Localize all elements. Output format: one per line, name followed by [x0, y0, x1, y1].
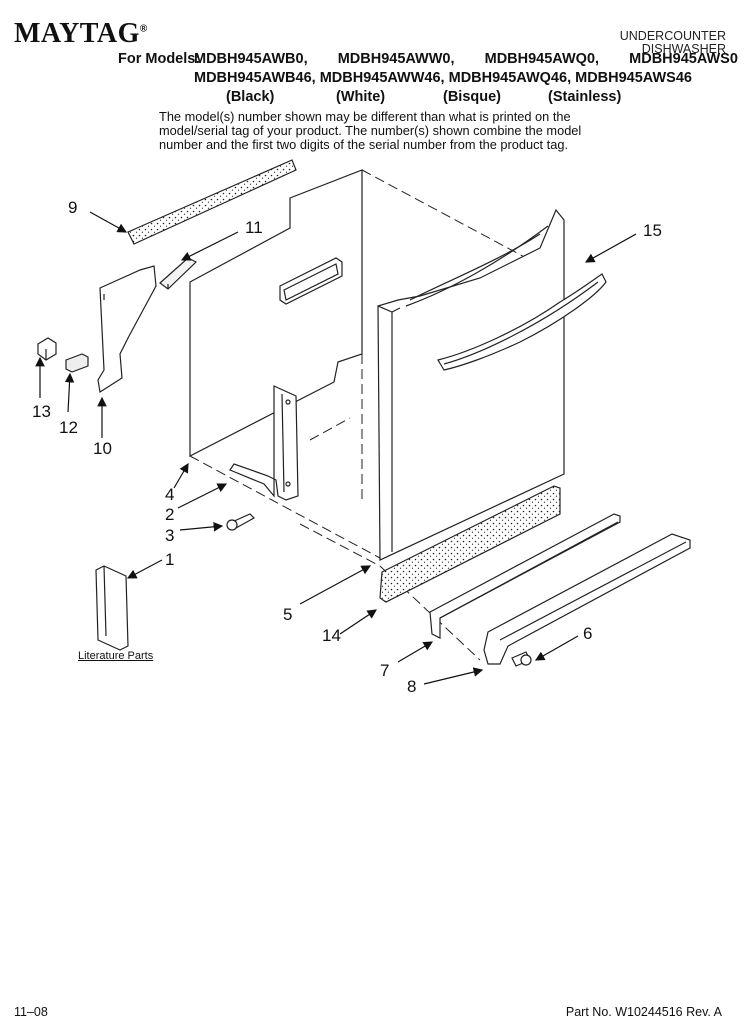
footer-part-number: Part No. W10244516 Rev. A — [565, 1005, 722, 1019]
insulation-strip-bottom — [379, 485, 561, 603]
kick-plate-screw — [511, 651, 532, 667]
model-number: MDBH945AWS0 — [629, 51, 738, 67]
callout-3: 3 — [165, 526, 175, 545]
callout-7: 7 — [380, 661, 390, 680]
models-row2: MDBH945AWB46, MDBH945AWW46, MDBH945AWQ46… — [194, 70, 692, 86]
callout-5: 5 — [283, 605, 293, 624]
callout-6: 6 — [583, 624, 593, 643]
callout-11: 11 — [245, 218, 263, 237]
callout-12: 12 — [59, 418, 78, 437]
model-number-note: The model(s) number shown may be differe… — [159, 109, 582, 152]
model-number: MDBH945AWQ0, — [484, 51, 600, 67]
callout-14: 14 — [322, 626, 341, 645]
small-block — [65, 353, 89, 373]
callout-4: 4 — [165, 485, 175, 504]
footer-date: 11–08 — [14, 1005, 48, 1019]
model-number: MDBH945AWB0, — [194, 51, 308, 67]
literature-booklet — [95, 565, 129, 651]
finish-black: (Black) — [226, 89, 275, 105]
product-type: UNDERCOUNTER DISHWASHER — [620, 30, 726, 56]
door-front-panel — [377, 208, 565, 561]
insulation-strip-top — [127, 159, 297, 245]
brand-logo: MAYTAG® — [14, 18, 148, 49]
door-handle — [437, 273, 607, 371]
models-row1: MDBH945AWB0, MDBH945AWW0, MDBH945AWQ0, M… — [194, 51, 738, 67]
finish-white: (White) — [336, 89, 386, 105]
door-clip — [37, 337, 57, 361]
finish-bisque: (Bisque) — [443, 89, 501, 105]
callout-13: 13 — [32, 402, 51, 421]
callout-15: 15 — [643, 221, 662, 240]
product-type-line2: DISHWASHER — [641, 42, 726, 56]
spacer-block — [159, 257, 198, 290]
model-number: MDBH945AWW0, — [337, 51, 455, 67]
callout-8: 8 — [407, 677, 417, 696]
callout-9: 9 — [68, 198, 78, 217]
callout-2: 2 — [165, 505, 175, 524]
finish-stainless: (Stainless) — [548, 89, 622, 105]
kick-plate — [483, 533, 691, 665]
product-type-line1: UNDERCOUNTER — [619, 29, 726, 43]
callout-10: 10 — [93, 439, 112, 458]
literature-parts-label: Literature Parts — [78, 650, 154, 662]
hinge-arm — [229, 385, 299, 501]
hinge-screw — [226, 513, 255, 531]
models-label: For Models: — [118, 51, 201, 67]
side-bracket — [97, 265, 157, 393]
callout-1: 1 — [165, 550, 175, 569]
